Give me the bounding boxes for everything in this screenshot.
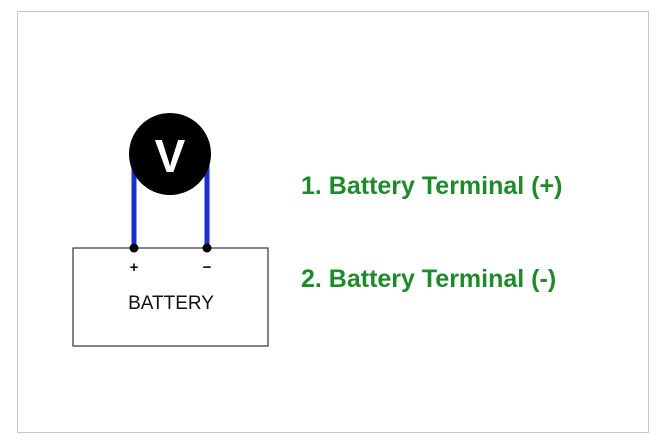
negative-sign: −: [203, 259, 212, 276]
battery-box: [72, 247, 269, 347]
negative-terminal-dot: [202, 243, 212, 253]
battery-label: BATTERY: [128, 293, 214, 314]
terminal-label-negative: 2. Battery Terminal (-): [301, 265, 556, 293]
terminal-label-positive: 1. Battery Terminal (+): [301, 172, 562, 200]
positive-terminal-dot: [129, 243, 139, 253]
diagram-frame: [17, 11, 649, 433]
positive-sign: +: [130, 259, 139, 276]
voltmeter-letter: V: [155, 130, 186, 182]
voltmeter-icon: [129, 113, 211, 195]
